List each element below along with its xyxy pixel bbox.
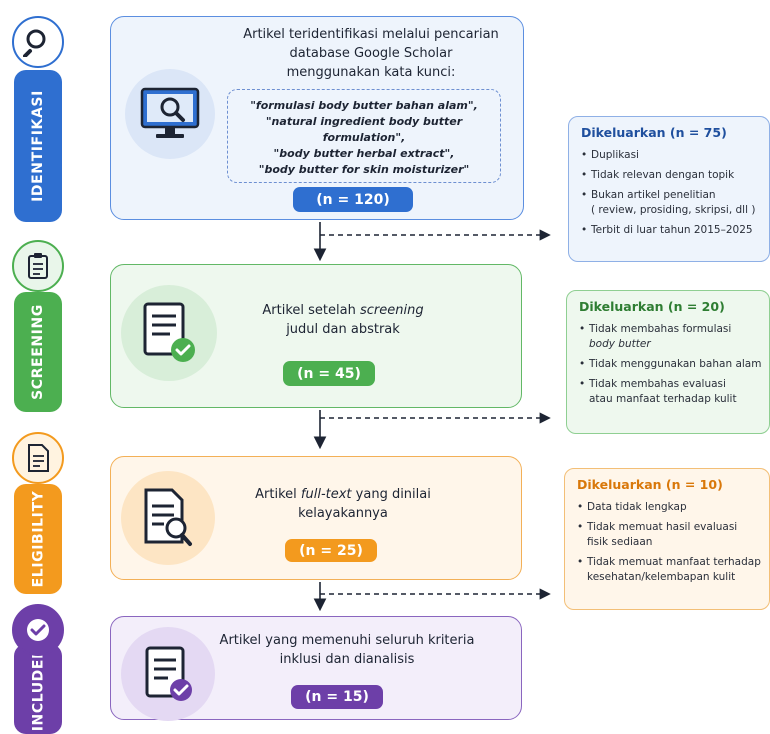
- screening-icon-disc: [121, 285, 217, 381]
- excluded-title: Dikeluarkan (n = 75): [581, 125, 727, 140]
- excluded-item: Data tidak lengkap: [577, 500, 763, 515]
- excluded-item: Tidak memuat manfaat terhadap kesehatan/…: [577, 555, 763, 585]
- excluded-item: Tidak memuat hasil evaluasi fisik sediaa…: [577, 520, 763, 550]
- excluded-item-line: kesehatan/kelembapan kulit: [587, 571, 736, 583]
- stage-circle-identifikasi: [12, 16, 64, 68]
- keyword-item: "body butter herbal extract",: [273, 147, 455, 160]
- eligibility-line-1b: full-text: [300, 487, 352, 502]
- screening-line-1: Artikel setelah screening: [223, 301, 463, 320]
- excluded-item: Duplikasi: [581, 148, 763, 163]
- keyword-item: "formulasi body butter bahan alam",: [250, 99, 478, 112]
- stage-label-screening: SCREENING: [30, 304, 46, 400]
- eligibility-line-2: kelayakannya: [298, 506, 388, 521]
- included-count: (n = 15): [291, 685, 383, 709]
- excluded-box-eligibility: Dikeluarkan (n = 10) Data tidak lengkap …: [564, 468, 770, 610]
- included-description: Artikel yang memenuhi seluruh kriteria i…: [217, 631, 477, 669]
- keyword-item: "natural ingredient body butter formulat…: [265, 115, 463, 144]
- identifikasi-box: Artikel teridentifikasi melalui pencaria…: [110, 16, 524, 220]
- stage-bar-screening: SCREENING: [14, 292, 62, 412]
- excluded-item: Bukan artikel penelitian ( review, prosi…: [581, 188, 763, 218]
- screening-line-2: judul dan abstrak: [286, 322, 400, 337]
- eligibility-description: Artikel full-text yang dinilai kelayakan…: [223, 485, 463, 523]
- monitor-search-icon: [140, 87, 200, 138]
- excluded-title: Dikeluarkan (n = 20): [579, 299, 725, 314]
- screening-count: (n = 45): [283, 361, 375, 386]
- eligibility-count: (n = 25): [285, 539, 377, 562]
- stage-bar-included: INCLUDED: [14, 644, 62, 734]
- included-box: Artikel yang memenuhi seluruh kriteria i…: [110, 616, 522, 721]
- stage-label-eligibility: ELIGIBILITY: [30, 490, 47, 588]
- excluded-item-line: Bukan artikel penelitian: [591, 189, 716, 201]
- identifikasi-icon-disc: [125, 69, 215, 159]
- eligibility-line-1a: Artikel: [255, 487, 301, 502]
- excluded-box-screening: Dikeluarkan (n = 20) Tidak membahas form…: [566, 290, 770, 434]
- screening-description: Artikel setelah screening judul dan abst…: [223, 301, 463, 339]
- excluded-title: Dikeluarkan (n = 10): [577, 477, 723, 492]
- eligibility-icon-disc: [121, 471, 215, 565]
- excluded-item: Tidak menggunakan bahan alam: [579, 357, 763, 372]
- excluded-item-line: atau manfaat terhadap kulit: [589, 393, 737, 405]
- search-icon: [23, 29, 46, 57]
- stage-circle-screening: [12, 240, 64, 292]
- screening-line-1b: screening: [359, 303, 424, 318]
- included-line-1: Artikel yang memenuhi seluruh kriteria: [219, 633, 475, 648]
- eligibility-box: Artikel full-text yang dinilai kelayakan…: [110, 456, 522, 580]
- keywords-box: "formulasi body butter bahan alam", "nat…: [227, 89, 501, 183]
- identifikasi-line-1: Artikel teridentifikasi melalui pencaria…: [243, 27, 499, 42]
- excluded-item: Terbit di luar tahun 2015–2025: [581, 223, 763, 238]
- excluded-item: Tidak membahas evaluasi atau manfaat ter…: [579, 377, 763, 407]
- document-icon: [28, 444, 49, 472]
- check-icon: [27, 619, 49, 641]
- excluded-item-line: body butter: [589, 338, 651, 350]
- identifikasi-line-3: menggunakan kata kunci:: [286, 65, 456, 80]
- screening-box: Artikel setelah screening judul dan abst…: [110, 264, 522, 408]
- stage-bar-identifikasi: IDENTIFIKASI: [14, 70, 62, 222]
- excluded-item-line: Tidak memuat manfaat terhadap: [587, 556, 761, 568]
- stage-circle-included: [12, 604, 64, 656]
- document-search-icon: [144, 488, 192, 546]
- excluded-item-line: ( review, prosiding, skripsi, dll ): [591, 204, 756, 216]
- stage-label-included: INCLUDED: [30, 646, 47, 732]
- eligibility-line-1: Artikel full-text yang dinilai: [223, 485, 463, 504]
- clipboard-icon: [28, 253, 48, 279]
- excluded-item-line: Tidak membahas evaluasi: [589, 378, 726, 390]
- stage-circle-eligibility: [12, 432, 64, 484]
- excluded-item-line: Tidak membahas formulasi: [589, 323, 732, 335]
- included-line-2: inklusi dan dianalisis: [279, 652, 415, 667]
- included-icon-disc: [121, 627, 215, 721]
- screening-line-1a: Artikel setelah: [262, 303, 360, 318]
- identifikasi-line-2: database Google Scholar: [289, 46, 453, 61]
- excluded-box-identifikasi: Dikeluarkan (n = 75) Duplikasi Tidak rel…: [568, 116, 770, 262]
- excluded-item-line: Tidak memuat hasil evaluasi: [587, 521, 738, 533]
- identifikasi-description: Artikel teridentifikasi melalui pencaria…: [221, 25, 521, 82]
- excluded-item: Tidak relevan dengan topik: [581, 168, 763, 183]
- keyword-item: "body butter for skin moisturizer": [258, 163, 470, 176]
- stage-label-identifikasi: IDENTIFIKASI: [30, 90, 47, 202]
- excluded-item: Tidak membahas formulasi body butter: [579, 322, 763, 352]
- stage-bar-eligibility: ELIGIBILITY: [14, 484, 62, 594]
- identifikasi-count: (n = 120): [293, 187, 413, 212]
- excluded-item-line: fisik sediaan: [587, 536, 653, 548]
- document-check-icon: [143, 302, 195, 362]
- eligibility-line-1c: yang dinilai: [351, 487, 431, 502]
- document-approved-icon: [145, 646, 192, 701]
